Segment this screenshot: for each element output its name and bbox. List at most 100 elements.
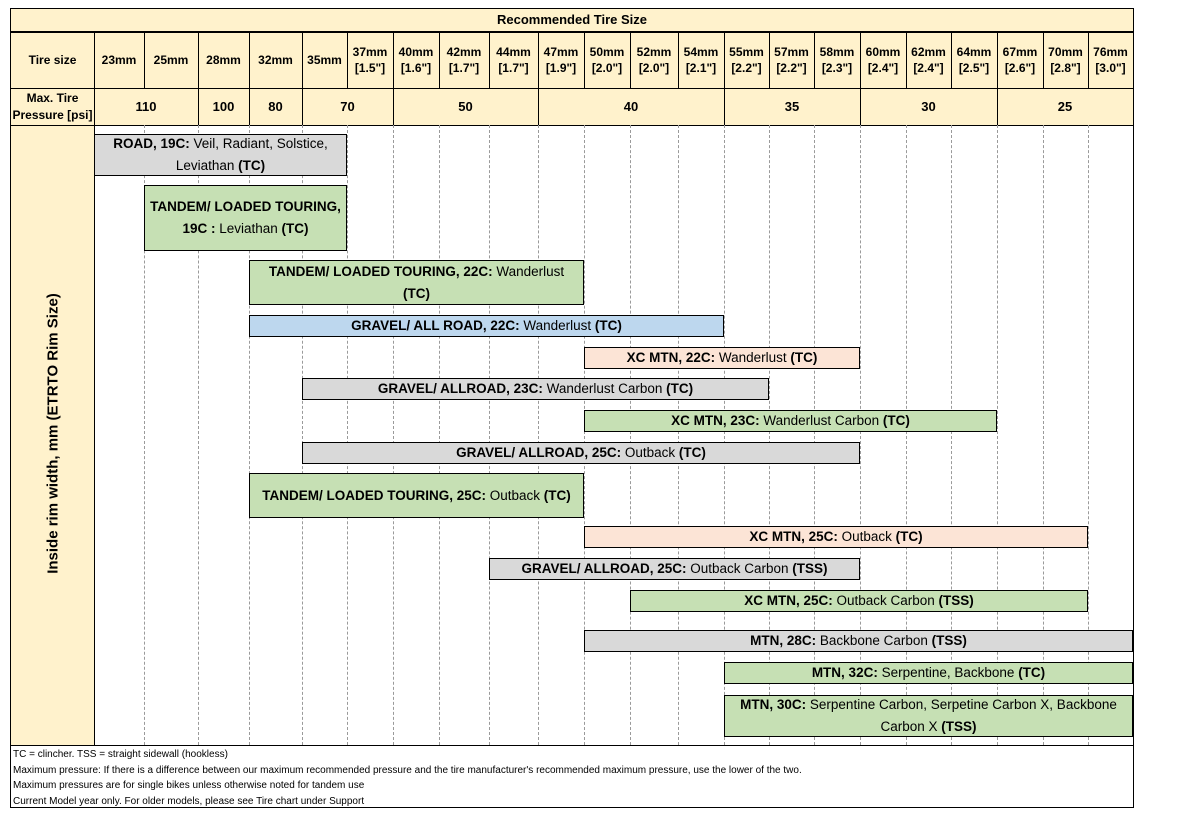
tire-size-mm: 54mm xyxy=(683,44,719,59)
grid-line xyxy=(906,125,907,745)
rim-bar: GRAVEL/ ALL ROAD, 22C: Wanderlust (TC) xyxy=(249,315,724,337)
column-rule xyxy=(678,32,679,88)
rim-bar: MTN, 32C: Serpentine, Backbone (TC) xyxy=(724,662,1133,684)
pressure-value: 70 xyxy=(340,98,355,114)
tire-size-mm: 23mm xyxy=(101,52,137,67)
tire-size-mm: 47mm xyxy=(543,44,579,59)
grid-line xyxy=(1043,125,1044,745)
tire-size-inch: [1.6"] xyxy=(400,61,432,75)
rim-bar-text: XC MTN, 25C: Outback Carbon (TSS) xyxy=(744,590,974,612)
tire-size-inch: [2.5"] xyxy=(958,61,990,75)
grid-line xyxy=(393,125,394,745)
note-line: Maximum pressure: If there is a differen… xyxy=(13,764,802,776)
tire-size-inch: [3.0"] xyxy=(1095,61,1126,75)
tire-size-header: 54mm [2.1"] xyxy=(678,32,724,88)
rim-type: TANDEM/ LOADED TOURING, 19C : xyxy=(150,199,341,236)
tire-size-header: 67mm[2.6"] xyxy=(997,32,1043,88)
rim-tag: (TSS) xyxy=(941,719,977,734)
pressure-value: 25 xyxy=(1057,98,1073,114)
header-rule xyxy=(11,88,1133,89)
rim-tag: (TC) xyxy=(666,381,694,397)
tire-size-header: 40mm [1.6"] xyxy=(393,32,439,88)
y-axis-area: Inside rim width, mm (ETRTO Rim Size) xyxy=(11,125,94,745)
tire-size-mm: 40mm xyxy=(398,44,434,59)
rim-models: Outback xyxy=(837,529,896,545)
grid-line xyxy=(538,125,539,745)
rim-bar: XC MTN, 23C: Wanderlust Carbon (TC) xyxy=(584,410,997,432)
grid-line xyxy=(814,125,815,745)
rim-models: Wanderlust Carbon xyxy=(759,413,883,429)
rim-bar: XC MTN, 22C: Wanderlust (TC) xyxy=(584,347,860,369)
rim-type: MTN, 32C: xyxy=(811,665,878,681)
rim-tag: (TC) xyxy=(678,445,706,461)
pressure-value: 100 xyxy=(212,98,235,114)
tire-size-mm: 28mm xyxy=(206,52,241,67)
tire-size-header: 23mm xyxy=(94,32,144,88)
grid-line xyxy=(347,125,348,745)
column-rule xyxy=(814,32,815,88)
rim-bar-text: TANDEM/ LOADED TOURING, 19C : Leviathan … xyxy=(149,196,342,239)
rim-tag: (TC) xyxy=(281,221,309,236)
rim-bar-text: GRAVEL/ ALLROAD, 25C: Outback (TC) xyxy=(456,442,706,464)
pressure-rule xyxy=(538,88,539,125)
grid-line xyxy=(997,125,998,745)
pressure-rule xyxy=(997,88,998,125)
tire-size-inch: [2.4"] xyxy=(867,61,899,75)
rim-type: GRAVEL/ ALLROAD, 23C: xyxy=(377,381,543,397)
tire-size-header: 37mm [1.5"] xyxy=(347,32,393,88)
rim-type: TANDEM/ LOADED TOURING, 22C: xyxy=(268,263,493,279)
tire-size-inch: [2.0"] xyxy=(591,61,623,75)
rim-bar: TANDEM/ LOADED TOURING, 22C: Wanderlust … xyxy=(249,260,584,305)
rim-models: Outback xyxy=(621,445,679,461)
grid-line xyxy=(860,125,861,745)
rim-models: Wanderlust xyxy=(492,263,565,279)
notes-rule xyxy=(11,745,1133,746)
rim-bar-text: TANDEM/ LOADED TOURING, 25C: Outback (TC… xyxy=(262,485,571,507)
rim-tag: (TC) xyxy=(882,413,910,429)
rim-type: XC MTN, 25C: xyxy=(744,593,833,609)
column-rule xyxy=(538,32,539,88)
rim-type: GRAVEL/ ALLROAD, 25C: xyxy=(521,561,687,577)
column-rule xyxy=(489,32,490,88)
rim-bar: TANDEM/ LOADED TOURING, 19C : Leviathan … xyxy=(144,185,347,251)
tire-size-header: 32mm xyxy=(249,32,302,88)
tire-size-inch: [1.5"] xyxy=(354,61,386,75)
pressure-value: 110 xyxy=(135,98,157,114)
rim-models: Backbone Carbon xyxy=(816,633,932,649)
tire-size-mm: 42mm xyxy=(446,44,482,59)
rim-tag: (TC) xyxy=(594,318,622,334)
tire-size-inch: [2.1"] xyxy=(685,61,717,75)
rim-models: Leviathan xyxy=(215,221,282,236)
tire-size-header: 47mm [1.9"] xyxy=(538,32,584,88)
tire-size-header: 50mm[2.0"] xyxy=(584,32,630,88)
column-rule xyxy=(724,32,725,88)
rim-bar: TANDEM/ LOADED TOURING, 25C: Outback (TC… xyxy=(249,473,584,518)
column-rule xyxy=(860,32,861,88)
rim-bar: MTN, 28C: Backbone Carbon (TSS) xyxy=(584,630,1133,652)
rim-tag: (TC) xyxy=(1018,665,1046,681)
grid-line xyxy=(724,125,725,745)
rim-models: Wanderlust xyxy=(519,318,595,334)
rim-bar-text: GRAVEL/ ALL ROAD, 22C: Wanderlust (TC) xyxy=(351,315,622,337)
rim-bar: XC MTN, 25C: Outback (TC) xyxy=(584,526,1088,548)
grid-line xyxy=(302,125,303,745)
tire-size-mm: 62mm xyxy=(911,44,946,59)
pressure-value: 80 xyxy=(268,98,283,114)
rim-bar: GRAVEL/ ALLROAD, 25C: Outback Carbon (TS… xyxy=(489,558,860,580)
rim-type: MTN, 28C: xyxy=(750,633,817,649)
tire-size-mm: 25mm xyxy=(153,52,189,67)
tire-size-inch: [2.0"] xyxy=(638,61,670,75)
tire-size-mm: 37mm xyxy=(352,44,388,59)
pressure-value: 40 xyxy=(623,98,639,114)
rim-bar-text: ROAD, 19C: Veil, Radiant, Solstice, Levi… xyxy=(99,133,342,176)
rim-models: Wanderlust Carbon xyxy=(542,381,667,397)
column-rule xyxy=(439,32,440,88)
tire-size-inch: [1.9"] xyxy=(545,61,577,75)
tire-size-header: 44mm[1.7"] xyxy=(489,32,538,88)
column-rule xyxy=(144,32,145,88)
tire-size-header: 25mm xyxy=(144,32,198,88)
grid-line xyxy=(198,125,199,745)
rim-tag: (TSS) xyxy=(938,593,974,609)
column-rule xyxy=(906,32,907,88)
tire-size-mm: 70mm xyxy=(1048,44,1083,59)
